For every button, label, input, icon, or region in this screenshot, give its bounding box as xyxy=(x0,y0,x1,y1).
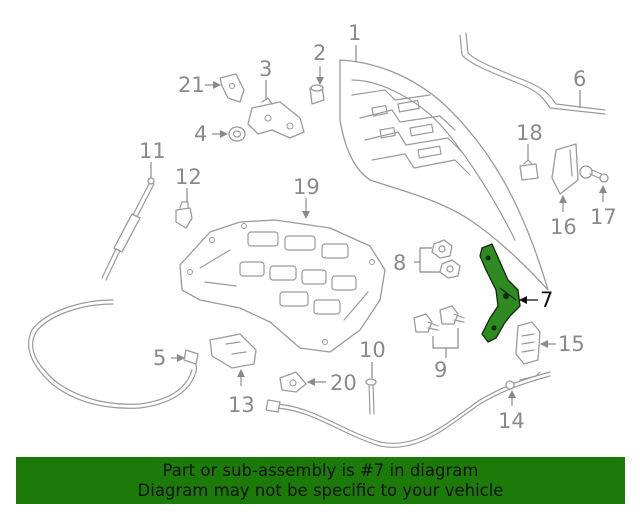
banner-line-2: Diagram may not be specific to your vehi… xyxy=(137,480,504,500)
callout-3: 3 xyxy=(259,57,272,81)
bracket-15 xyxy=(515,321,541,365)
callout-18: 18 xyxy=(516,121,543,145)
latch-bracket xyxy=(219,73,245,103)
gas-strut xyxy=(101,177,155,281)
callout-4: 4 xyxy=(194,122,207,146)
bolts-9 xyxy=(413,305,465,333)
leader-8 xyxy=(414,247,440,273)
release-cable-lower xyxy=(265,371,551,448)
callout-16: 16 xyxy=(550,215,577,239)
callout-21: 21 xyxy=(178,73,205,97)
grommet xyxy=(228,126,246,142)
parts-diagram: 1 2 3 21 4 6 18 xyxy=(28,21,617,448)
callout-15: 15 xyxy=(558,332,585,356)
banner-line-1: Part or sub-assembly is #7 in diagram xyxy=(162,460,479,480)
callout-10: 10 xyxy=(359,338,386,362)
callout-12: 12 xyxy=(175,165,202,189)
hood-insulator-pad xyxy=(179,219,386,353)
clip-18 xyxy=(519,159,539,181)
callout-8: 8 xyxy=(393,251,406,275)
callout-1: 1 xyxy=(348,21,361,45)
prop-rod xyxy=(365,378,377,415)
bracket-20 xyxy=(279,371,307,393)
callout-14: 14 xyxy=(498,409,525,433)
callout-17: 17 xyxy=(590,205,617,229)
info-banner: Part or sub-assembly is #7 in diagram Di… xyxy=(16,457,625,504)
callout-6: 6 xyxy=(573,67,586,91)
callout-11: 11 xyxy=(139,139,166,163)
release-handle xyxy=(209,333,257,369)
callout-13: 13 xyxy=(228,393,255,417)
cover-panel-16 xyxy=(551,143,579,195)
push-clip-12 xyxy=(175,201,193,229)
hood-seal xyxy=(459,32,606,115)
leader-9 xyxy=(432,328,459,349)
callout-2: 2 xyxy=(313,41,326,65)
hood-latch xyxy=(247,97,305,139)
bump-stop xyxy=(309,84,325,105)
callout-20: 20 xyxy=(330,371,357,395)
hood-panel xyxy=(339,59,549,291)
callout-7: 7 xyxy=(540,288,553,312)
callout-5: 5 xyxy=(153,346,166,370)
callout-19: 19 xyxy=(293,175,320,199)
callout-9: 9 xyxy=(434,358,447,382)
screw-17 xyxy=(579,165,609,183)
hood-hinge xyxy=(479,243,521,343)
release-cable xyxy=(28,299,199,409)
